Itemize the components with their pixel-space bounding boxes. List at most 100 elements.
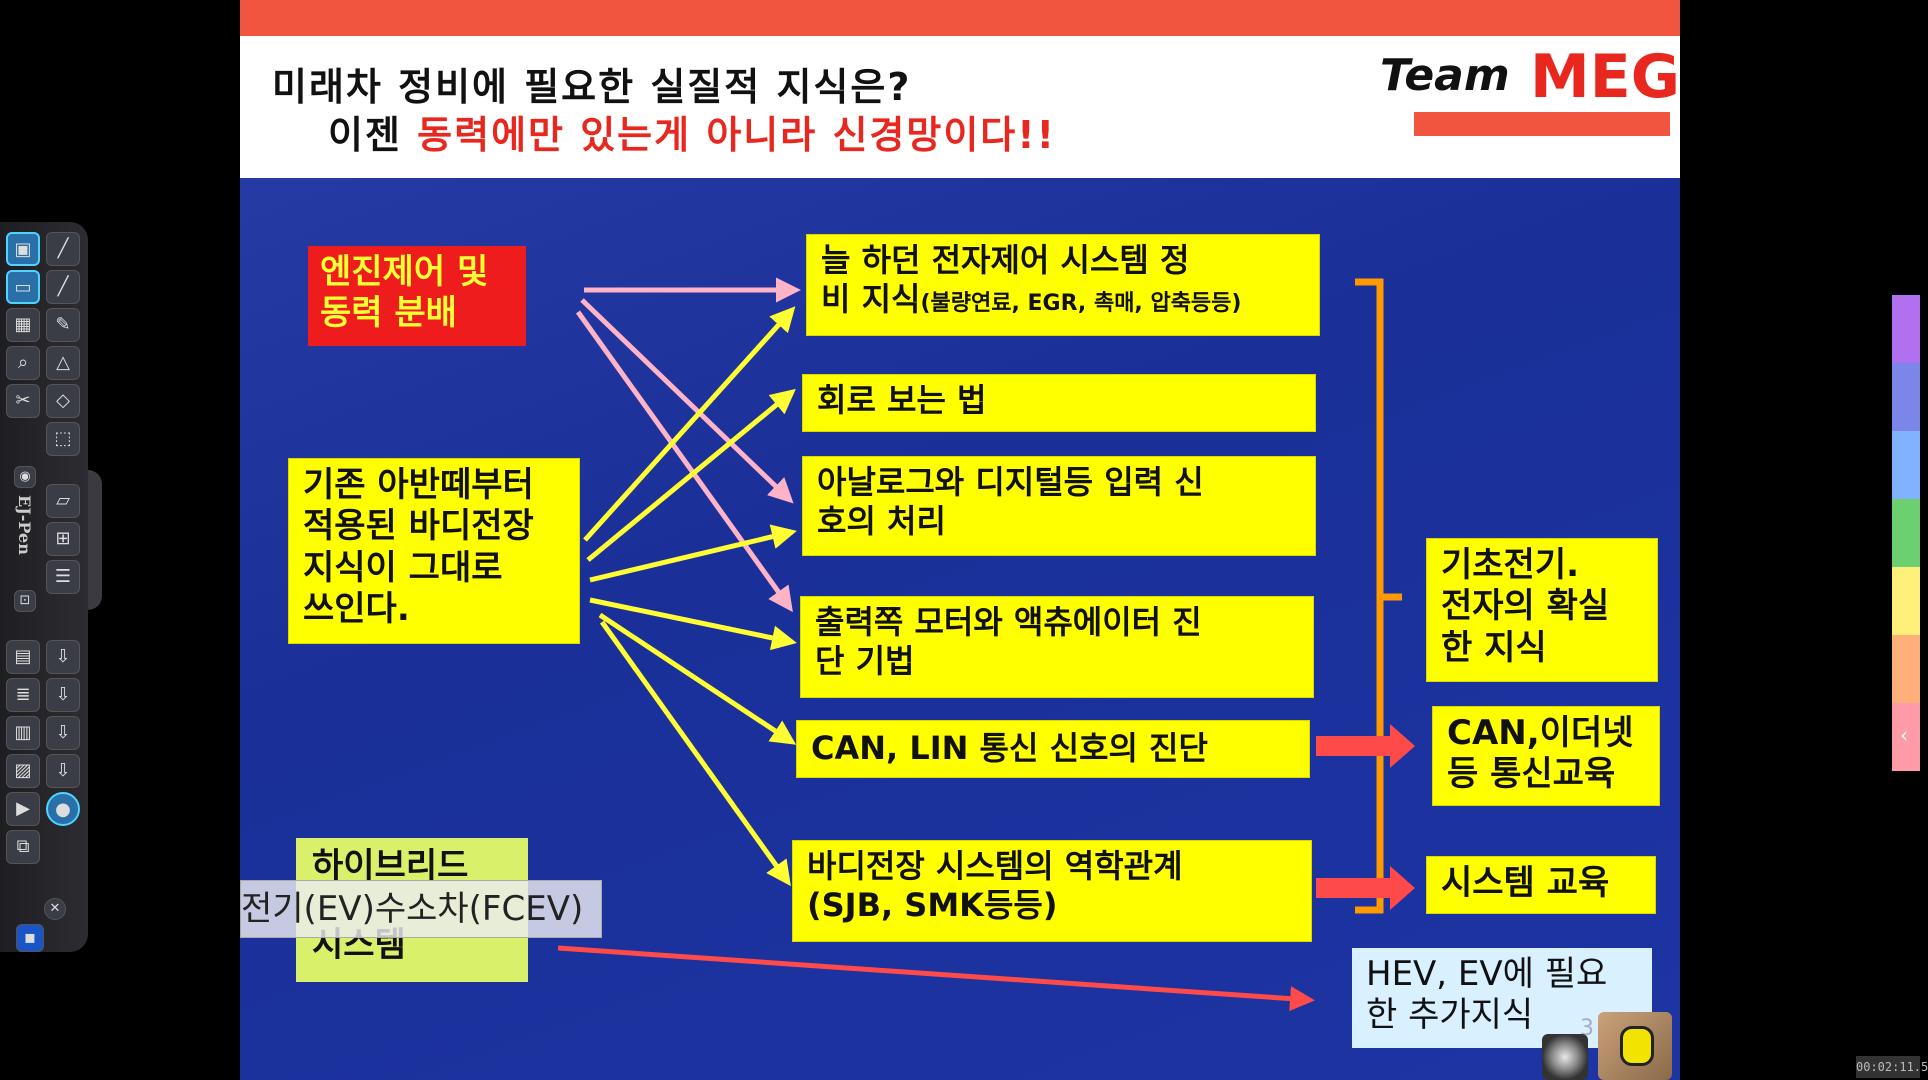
stopwatch-icon: [1620, 1026, 1654, 1066]
yellow-arrow-6: [599, 620, 791, 887]
toolbar-collapse-handle[interactable]: [88, 470, 102, 610]
item4-line2: 단 기법: [815, 642, 915, 681]
pink-arrows: [575, 277, 801, 613]
comm-line1: CAN,이더넷: [1447, 713, 1634, 753]
board-mode-icon[interactable]: ▣: [6, 232, 40, 266]
item1-line2-main: 비 지식: [821, 280, 921, 319]
save-jpg2-icon[interactable]: ⇩: [46, 716, 80, 750]
top-stripe: [240, 0, 1680, 36]
color-palette-icon[interactable]: ▦: [6, 308, 40, 342]
item4-line1: 출력쪽 모터와 액츄에이터 진: [815, 603, 1202, 641]
presenter-icon[interactable]: ☰: [46, 560, 80, 594]
magnifier-icon[interactable]: ⌕: [6, 346, 40, 380]
slide-title-line2: 이젠 동력에만 있는게 아니라 신경망이다!!: [328, 104, 1056, 159]
recording-timer: 00:02:11.5: [1856, 1056, 1928, 1078]
save-iwb-icon[interactable]: ⇩: [46, 640, 80, 674]
basic-line2: 전자의 확실: [1441, 586, 1610, 627]
red-block-arrows: [1316, 724, 1415, 910]
middle-item-can-lin: CAN, LIN 통신 신호의 진단: [796, 720, 1310, 778]
yellow-arrow-3: [589, 524, 797, 583]
record-icon[interactable]: ●: [46, 792, 80, 826]
item1-line2-small: (불량연료, EGR, 촉매, 압축등등): [920, 291, 1242, 317]
block-arrow-comm: [1316, 724, 1415, 768]
item5-text: CAN, LIN 통신 신호의 진단: [811, 729, 1208, 767]
system-text: 시스템 교육: [1441, 863, 1610, 903]
thumbnail-watch[interactable]: [1542, 1034, 1588, 1080]
source-body-electrical: 기존 아반떼부터 적용된 바디전장 지식이 그대로 쓰인다.: [288, 458, 580, 644]
engine-line1: 엔진제어 및: [320, 252, 489, 292]
outcome-comm-education: CAN,이더넷 등 통신교육: [1432, 706, 1660, 806]
body-line3: 지식이 그대로: [303, 547, 503, 588]
minimize-toolbar-icon[interactable]: ▪: [16, 924, 44, 952]
yellow-arrow-4: [589, 597, 797, 651]
color-purple[interactable]: [1892, 295, 1920, 363]
save-pdf-icon[interactable]: ⇩: [46, 754, 80, 788]
brush-icon[interactable]: ✎: [46, 308, 80, 342]
eraser-icon[interactable]: ✂: [6, 384, 40, 418]
item6-line2: (SJB, SMK등등): [807, 886, 1058, 925]
logo-team-text: Team: [1380, 50, 1510, 101]
slide-title-line1: 미래차 정비에 필요한 실질적 지식은?: [272, 65, 912, 109]
middle-item-electronic-control: 늘 하던 전자제어 시스템 정 비 지식(불량연료, EGR, 촉매, 압축등등…: [806, 234, 1320, 336]
screen-mode-icon[interactable]: ▭: [6, 270, 40, 304]
title-prefix: 이젠: [328, 113, 418, 157]
item6-line1: 바디전장 시스템의 역학관계: [807, 847, 1183, 885]
outcome-basic-electric: 기초전기. 전자의 확실 한 지식: [1426, 538, 1658, 682]
pen-icon[interactable]: ╱: [46, 232, 80, 266]
color-yellow[interactable]: [1892, 567, 1920, 635]
orange-bracket: [1355, 278, 1402, 914]
eye-icon[interactable]: ◉: [14, 466, 36, 488]
yellow-arrows: [583, 306, 797, 887]
doc-list-icon[interactable]: ≣: [6, 678, 40, 712]
engine-line2: 동력 분배: [320, 293, 457, 334]
source-engine-control: 엔진제어 및 동력 분배: [308, 246, 526, 346]
save-jpg-icon[interactable]: ⇩: [46, 678, 80, 712]
red-arrow-hybrid: [557, 945, 1315, 1012]
middle-item-body-system: 바디전장 시스템의 역학관계 (SJB, SMK등등): [792, 840, 1312, 942]
hev-line2: 한 추가지식: [1366, 995, 1534, 1036]
img-icon[interactable]: ▨: [6, 754, 40, 788]
color-orange[interactable]: [1892, 635, 1920, 703]
outcome-hev-knowledge: HEV, EV에 필요 한 추가지식: [1352, 948, 1652, 1048]
outcome-system-education: 시스템 교육: [1426, 856, 1656, 914]
thumbnail-stopwatch[interactable]: [1598, 1012, 1672, 1080]
capture-icon[interactable]: ⧉: [6, 830, 40, 864]
whiteboard-icon[interactable]: ▱: [46, 484, 80, 518]
doc-icon[interactable]: ▥: [6, 716, 40, 750]
slide-header: 미래차 정비에 필요한 실질적 지식은? 이젠 동력에만 있는게 아니라 신경망…: [240, 36, 1680, 178]
lock-icon[interactable]: ⊡: [14, 590, 36, 612]
color-indigo[interactable]: [1892, 363, 1920, 431]
middle-item-input-signal: 아날로그와 디지털등 입력 신 호의 처리: [802, 456, 1316, 556]
windows-icon[interactable]: ⊞: [46, 522, 80, 556]
shape-tool-icon[interactable]: △: [46, 346, 80, 380]
yellow-arrow-1: [583, 306, 796, 542]
annotation-toolbar: ▣ ╱ ▭ ╱ ▦ ✎ ⌕ △ ✂ ◇ ⬚ ◉ ▱ ⊞ ☰ ⊡ ▤ ⇩ ≣ ⇩ …: [0, 222, 88, 952]
yellow-arrow-5: [598, 612, 797, 745]
open-file-icon[interactable]: ▤: [6, 640, 40, 674]
highlighter-icon[interactable]: ╱: [46, 270, 80, 304]
item2-text: 회로 보는 법: [817, 381, 987, 419]
mov-icon[interactable]: ▶: [6, 792, 40, 826]
color-strip[interactable]: ‹: [1892, 295, 1920, 785]
pink-arrow-2: [580, 298, 794, 504]
basic-line1: 기초전기.: [1441, 545, 1580, 585]
select-icon[interactable]: ⬚: [46, 422, 80, 456]
logo-underline-bar: [1414, 112, 1670, 136]
middle-item-circuit: 회로 보는 법: [802, 374, 1316, 432]
color-blue[interactable]: [1892, 431, 1920, 499]
item3-line1: 아날로그와 디지털등 입력 신: [817, 463, 1204, 501]
logo-meg-text: MEG: [1530, 42, 1680, 112]
fill-icon[interactable]: ◇: [46, 384, 80, 418]
presentation-slide: 미래차 정비에 필요한 실질적 지식은? 이젠 동력에만 있는게 아니라 신경망…: [240, 0, 1680, 1080]
body-line2: 적용된 바디전장: [303, 506, 534, 547]
color-green[interactable]: [1892, 499, 1920, 567]
chevron-left-icon[interactable]: ‹: [1900, 723, 1908, 747]
basic-line3: 한 지식: [1441, 627, 1547, 668]
close-toolbar-icon[interactable]: ✕: [44, 898, 66, 920]
color-pink[interactable]: ‹: [1892, 703, 1920, 771]
hybrid-line1: 하이브리드: [312, 846, 469, 886]
item3-line2: 호의 처리: [817, 502, 946, 541]
block-arrow-system: [1316, 866, 1415, 910]
item1-line1: 늘 하던 전자제어 시스템 정: [821, 241, 1190, 279]
hev-line1: HEV, EV에 필요: [1366, 954, 1608, 994]
